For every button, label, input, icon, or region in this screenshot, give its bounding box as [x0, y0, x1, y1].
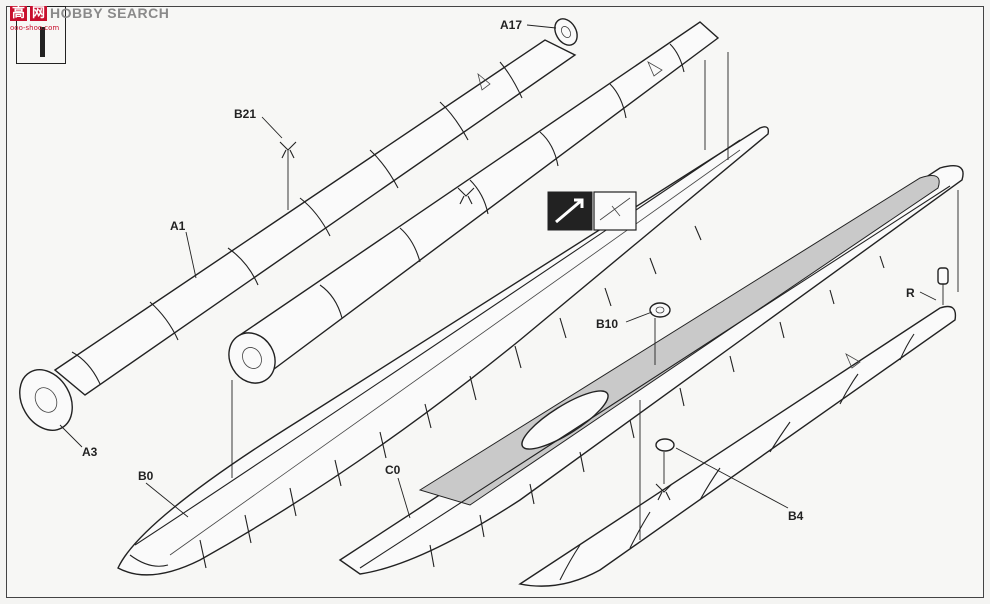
part-B0-hull	[117, 126, 770, 576]
watermark-glyph-1: 高	[10, 5, 28, 21]
detail-inset	[547, 191, 637, 231]
label-B21: B21	[234, 107, 256, 121]
part-R-post	[937, 267, 949, 305]
label-B0: B0	[138, 469, 154, 483]
part-B21-fitting	[279, 141, 297, 210]
label-A3: A3	[82, 445, 98, 459]
label-leaders	[59, 24, 937, 519]
watermark-glyph-2: 网	[30, 5, 48, 21]
label-A17: A17	[500, 18, 522, 32]
part-A1-tube	[19, 39, 577, 431]
label-R: R	[906, 286, 915, 300]
label-B4: B4	[788, 509, 804, 523]
label-A1: A1	[170, 219, 186, 233]
part-A17-cap	[554, 18, 578, 46]
part-C0-hull	[338, 165, 964, 575]
part-B4-fitting	[655, 438, 675, 501]
fitting-on-tube-2	[457, 187, 475, 205]
part-tube-2	[228, 21, 720, 384]
watermark-logo: 高 网 HOBBY SEARCH	[10, 4, 169, 22]
label-C0: C0	[385, 463, 401, 477]
assembly-guide-lines	[231, 52, 959, 540]
step-number-mark	[40, 27, 45, 57]
label-B10: B10	[596, 317, 618, 331]
watermark-url: ooo-shoo.com	[10, 24, 60, 32]
part-B10-collar	[649, 302, 671, 365]
watermark-brand: HOBBY SEARCH	[50, 5, 170, 21]
